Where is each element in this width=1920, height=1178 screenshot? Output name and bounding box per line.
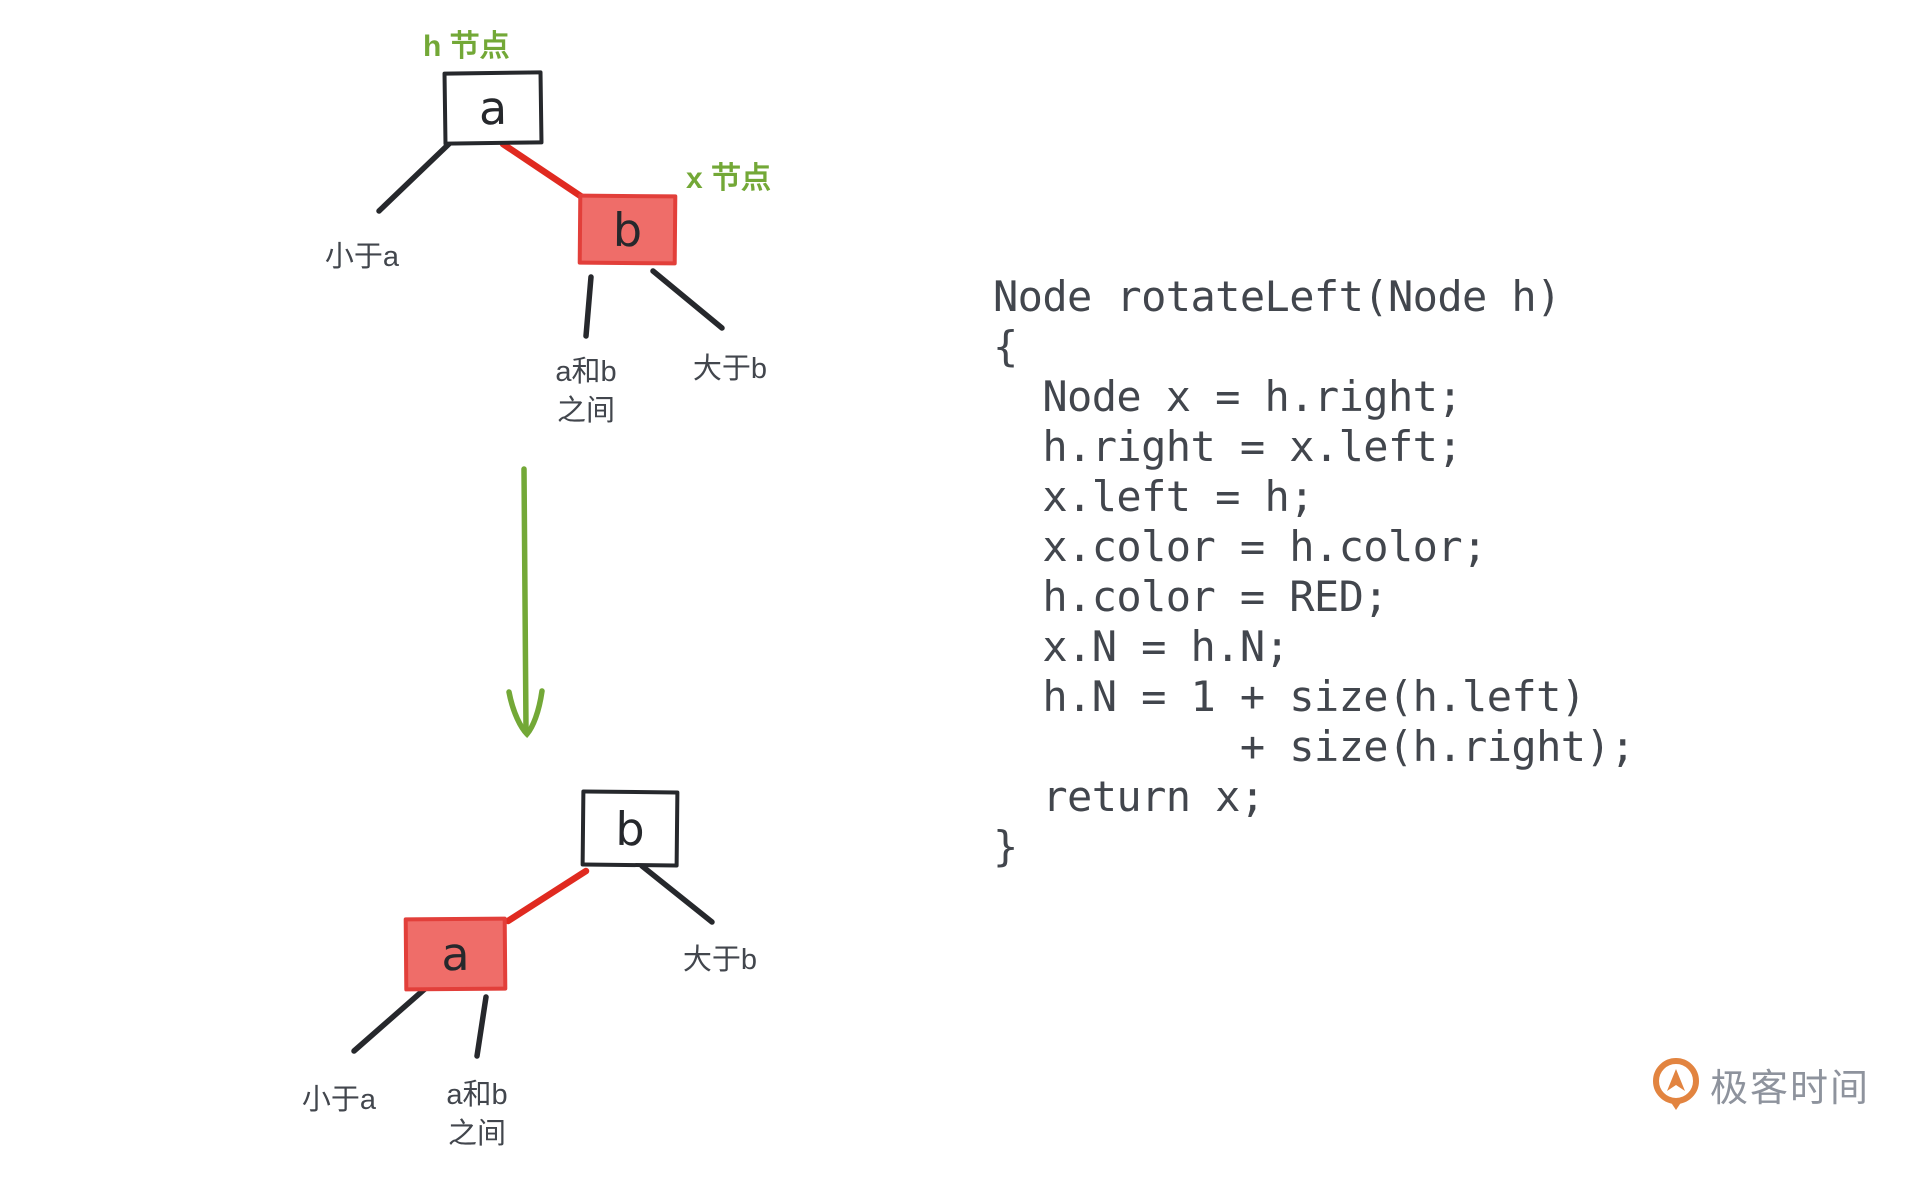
bottom-edge-a-to-b-red (504, 867, 590, 925)
top-leaf-less-than-a: 小于a (324, 241, 400, 273)
top-edge-a-to-b-red (499, 140, 589, 203)
code-line: x.left = h; (993, 472, 1314, 521)
rotation-arrow-shaft (521, 466, 529, 732)
top-edge-b-middle (583, 274, 594, 339)
top-node-a-label: a (478, 80, 508, 136)
top-node-a: a (442, 70, 544, 146)
code-line: h.N = 1 + size(h.left) (993, 672, 1586, 721)
bottom-leaf-between-ab-line2: 之间 (447, 1118, 507, 1150)
bottom-leaf-between-ab: a和b 之间 (446, 1076, 507, 1154)
code-line: { (993, 322, 1018, 371)
bottom-node-b: b (580, 789, 680, 868)
code-line: h.right = x.left; (993, 422, 1463, 471)
bottom-node-a: a (403, 916, 508, 992)
code-line: x.color = h.color; (993, 522, 1487, 571)
bottom-leaf-between-ab-line1: a和b (446, 1079, 508, 1111)
geektime-logo-icon (1653, 1058, 1699, 1110)
code-line: x.N = h.N; (993, 622, 1290, 671)
bottom-node-a-label: a (441, 926, 470, 982)
bottom-edge-a-left (351, 984, 430, 1054)
code-line: + size(h.right); (993, 722, 1636, 771)
top-leaf-between-ab: a和b 之间 (555, 353, 616, 431)
rotation-arrow-head (506, 688, 545, 739)
top-leaf-between-ab-line1: a和b (555, 356, 617, 388)
top-edge-a-left (376, 138, 455, 214)
code-line: h.color = RED; (993, 572, 1388, 621)
bottom-node-b-label: b (615, 801, 645, 856)
code-line: return x; (993, 772, 1265, 821)
geektime-logo: 极客时间 (1650, 1056, 1870, 1112)
x-node-tag: x 节点 (686, 162, 772, 195)
code-line: Node x = h.right; (993, 372, 1463, 421)
top-leaf-greater-than-b: 大于b (692, 353, 768, 385)
code-line: } (993, 822, 1018, 871)
h-node-tag: h 节点 (423, 30, 510, 63)
top-node-b-label: b (612, 202, 643, 257)
bottom-edge-b-right (639, 863, 715, 925)
bottom-leaf-less-than-a: 小于a (301, 1084, 377, 1116)
rotate-left-code-block: Node rotateLeft(Node h){ Node x = h.righ… (993, 272, 1635, 872)
top-leaf-between-ab-line2: 之间 (556, 395, 616, 427)
bottom-edge-a-middle (474, 994, 489, 1059)
top-edge-b-right (650, 268, 725, 331)
top-node-b: b (577, 193, 678, 266)
bottom-leaf-greater-than-b: 大于b (682, 944, 758, 976)
code-line: Node rotateLeft(Node h) (993, 272, 1561, 321)
geektime-logo-text: 极客时间 (1710, 1067, 1871, 1110)
